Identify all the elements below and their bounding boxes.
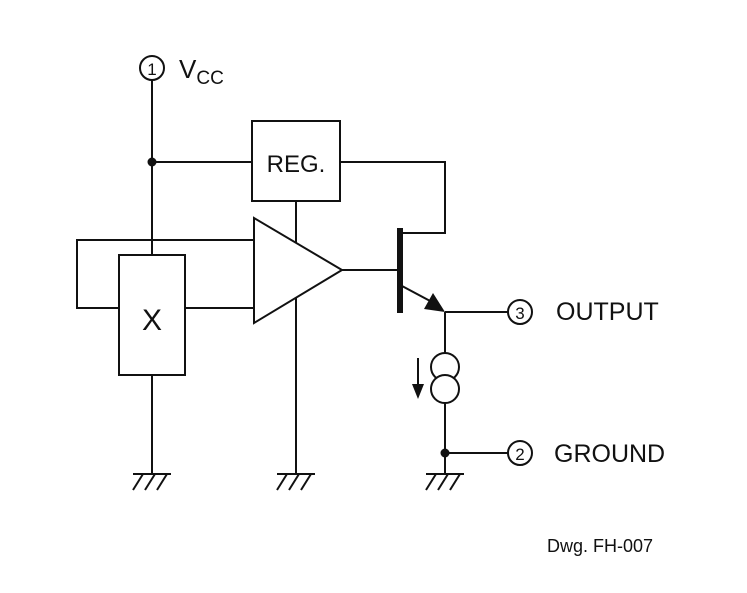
- ground-pin: 2 GROUND: [507, 440, 665, 468]
- regulator-block: REG.: [251, 120, 341, 202]
- ground-pin-circle: [507, 440, 533, 466]
- output-label: OUTPUT: [556, 298, 659, 326]
- drawing-number: Dwg. FH-007: [547, 536, 653, 556]
- transistor-emitter: [401, 285, 433, 303]
- amplifier-triangle: [253, 216, 344, 325]
- emitter-arrow-icon: [424, 293, 445, 312]
- vcc-pin: 1 VCC: [139, 54, 224, 89]
- ground-symbol-icon: [132, 473, 171, 491]
- vcc-label: VCC: [179, 54, 224, 89]
- sensor-box: [118, 254, 186, 376]
- reg-to-collector-wire: [340, 161, 446, 234]
- ground-label: GROUND: [554, 440, 665, 468]
- vcc-pin-number: 1: [147, 60, 156, 79]
- sensor-feedback-wire: [76, 239, 254, 309]
- sensor-label: X: [142, 304, 162, 337]
- current-direction-arrow-icon: [412, 384, 424, 399]
- regulator-label: REG.: [267, 151, 326, 178]
- output-transistor: [397, 228, 445, 313]
- ground-symbol-icon: [425, 473, 464, 491]
- sensor-block: X: [118, 254, 186, 376]
- current-source-circle-bottom: [430, 374, 460, 404]
- current-source: [412, 352, 460, 404]
- output-pin-circle: [507, 299, 533, 325]
- output-pin: 3 OUTPUT: [507, 298, 659, 326]
- ground-pin-number: 2: [515, 445, 524, 464]
- ground-symbol-icon: [276, 473, 315, 491]
- output-pin-number: 3: [515, 304, 524, 323]
